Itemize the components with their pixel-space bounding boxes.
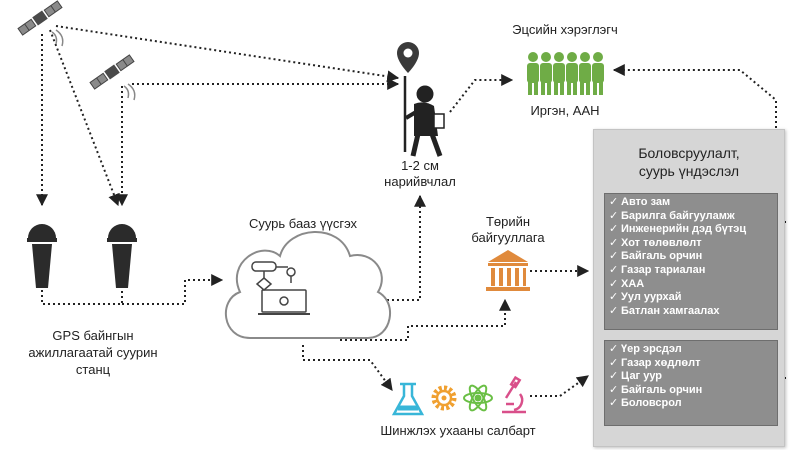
connector-surveyor-to-users [449,74,514,113]
sector-list-secondary: ✓Үер эрсдэл✓Газар хөдлөлт✓Цаг уур✓Байгал… [604,340,778,426]
cloud-icon [224,231,392,339]
panel-title: Боловсруулалт, суурь үндэслэл [594,144,784,180]
end-user-subtitle: Иргэн, ААН [530,103,600,118]
processing-panel: Боловсруулалт, суурь үндэслэл ✓Авто зам✓… [593,129,785,447]
checkmark-icon: ✓ [609,304,619,317]
surveyor-icon [403,76,445,157]
checkmark-icon: ✓ [609,250,619,263]
signal-icon [51,29,136,101]
list-item-label: Газар тариалан [621,263,706,276]
gps-station-label-line1: GPS байнгын [52,328,134,343]
list-item: ✓Газар хөдлөлт [609,357,777,371]
list-item-label: Газар хөдлөлт [621,356,701,369]
panel-title-line1: Боловсруулалт, [638,145,740,161]
location-pin-icon [397,42,419,73]
gear-icon [431,385,457,411]
list-item-label: Үер эрсдэл [621,343,682,355]
list-item: ✓Үер эрсдэл [609,343,777,357]
connector-science-to-panel [530,375,589,397]
list-item: ✓Байгаль орчин [609,384,777,398]
checkmark-icon: ✓ [609,196,619,208]
connector-stations-to-cloud [41,280,222,305]
list-item-label: Цаг уур [621,370,663,383]
flowchart-icon [251,261,310,315]
list-item-label: ХАА [621,277,645,290]
list-item-label: Байгаль орчин [621,250,703,263]
list-item-label: Барилга байгууламж [621,209,735,222]
connector-cloud-to-science [302,345,393,391]
connector-sat1-to-antenna2 [49,29,120,207]
list-item-label: Инженерийн дэд бүтэц [621,223,747,236]
list-item: ✓Барилга байгууламж [609,210,777,224]
sector-list-primary: ✓Авто зам✓Барилга байгууламж✓Инженерийн … [604,193,778,330]
checkmark-icon: ✓ [609,370,619,383]
list-item-label: Уул уурхай [621,291,682,304]
satellite-icon [89,54,135,90]
microscope-icon [502,375,526,414]
checkmark-icon: ✓ [609,397,619,410]
checkmark-icon: ✓ [609,356,619,369]
satellite-icon [17,0,63,36]
checkmark-icon: ✓ [609,383,619,396]
checkmark-icon: ✓ [609,343,619,355]
checkmark-icon: ✓ [609,209,619,222]
connector-cloud-to-government [340,298,511,341]
list-item: ✓Цаг уур [609,370,777,384]
list-item-label: Байгаль орчин [621,383,703,396]
list-item: ✓ХАА [609,278,777,292]
people-group-icon [527,52,604,95]
atom-icon [463,384,493,412]
government-building-icon [486,250,530,291]
list-item-label: Батлан хамгаалах [621,304,720,317]
science-label: Шинжлэх ухааны салбарт [380,423,536,438]
list-item: ✓Батлан хамгаалах [609,305,777,319]
checkmark-icon: ✓ [609,291,619,304]
list-item: ✓Уул уурхай [609,291,777,305]
list-item: ✓Авто зам [609,196,777,210]
gps-station-label-line2: ажиллагаатай суурин [28,345,158,360]
flask-icon [391,382,425,416]
gps-antenna-icon [107,224,137,288]
checkmark-icon: ✓ [609,236,619,249]
base-build-label: Суурь бааз үүсгэх [248,216,358,231]
gps-antenna-icon [27,224,57,288]
list-item: ✓Хот төлөвлөлт [609,237,777,251]
checkmark-icon: ✓ [609,223,619,236]
panel-title-line2: суурь үндэслэл [638,163,740,179]
connector-cloud-to-surveyor [372,194,426,301]
checkmark-icon: ✓ [609,263,619,276]
government-label-line2: байгууллага [471,230,545,245]
end-user-title: Эцсийн хэрэглэгч [512,22,618,37]
list-item-label: Боловсрол [621,397,682,410]
precision-label: нарийвчлал [384,174,456,189]
list-item-label: Хот төлөвлөлт [621,236,702,249]
checkmark-icon: ✓ [609,277,619,290]
list-item: ✓Газар тариалан [609,264,777,278]
precision-value: 1-2 см [401,158,439,173]
list-item-label: Авто зам [621,196,671,208]
list-item: ✓Байгаль орчин [609,250,777,264]
gps-station-label-line3: станц [75,362,111,377]
list-item: ✓Инженерийн дэд бүтэц [609,223,777,237]
government-label-line1: Төрийн [485,214,531,229]
list-item: ✓Боловсрол [609,397,777,411]
